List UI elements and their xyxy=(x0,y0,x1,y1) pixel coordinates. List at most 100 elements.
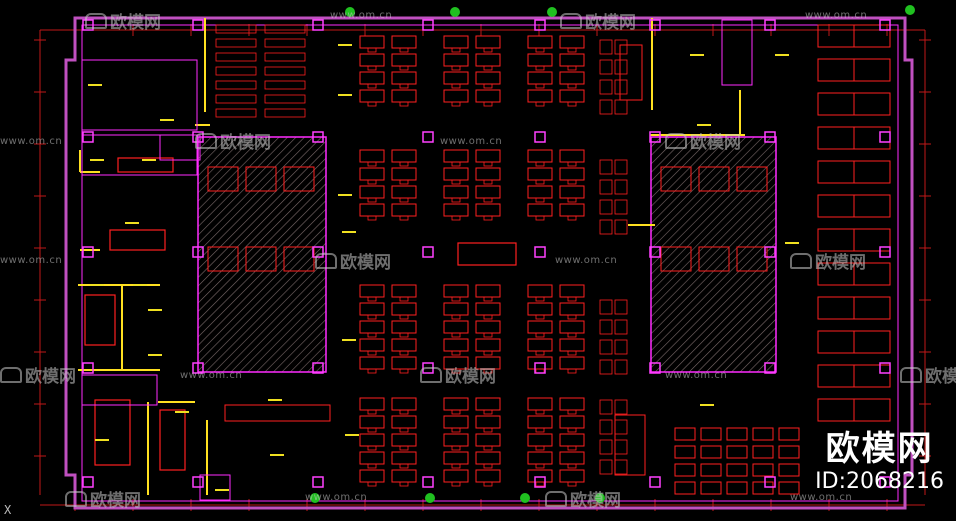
chair xyxy=(535,463,545,469)
desk xyxy=(559,356,585,370)
desk xyxy=(359,356,385,370)
desk xyxy=(726,481,748,495)
column xyxy=(422,246,434,258)
chair xyxy=(451,47,461,53)
desk xyxy=(559,469,585,483)
chair xyxy=(451,463,461,469)
desk xyxy=(752,463,774,477)
desk xyxy=(778,445,800,459)
training-desk xyxy=(215,24,257,34)
chair xyxy=(567,161,577,167)
desk xyxy=(527,338,553,352)
chair xyxy=(451,197,461,203)
training-desk xyxy=(264,24,306,34)
desk xyxy=(527,415,553,429)
desk-small xyxy=(599,219,613,235)
training-desk xyxy=(215,52,257,62)
reception-desk xyxy=(109,229,166,251)
room-outline xyxy=(721,19,753,86)
column xyxy=(312,19,324,31)
chair xyxy=(567,65,577,71)
desk xyxy=(391,451,417,465)
column xyxy=(879,131,891,143)
desk xyxy=(674,445,696,459)
desk xyxy=(527,35,553,49)
column xyxy=(422,19,434,31)
chair xyxy=(399,350,409,356)
chair xyxy=(535,481,545,487)
chair xyxy=(483,350,493,356)
desk xyxy=(527,185,553,199)
chair xyxy=(483,65,493,71)
chair xyxy=(367,47,377,53)
training-desk xyxy=(215,66,257,76)
core-room xyxy=(698,246,730,272)
desk xyxy=(391,356,417,370)
desk xyxy=(475,397,501,411)
chair xyxy=(567,409,577,415)
desk xyxy=(359,415,385,429)
desk-small xyxy=(614,299,628,315)
desk xyxy=(359,397,385,411)
plant xyxy=(310,493,320,503)
chair xyxy=(483,83,493,89)
desk-small xyxy=(599,39,613,55)
desk xyxy=(700,463,722,477)
chair xyxy=(567,179,577,185)
desk xyxy=(443,302,469,316)
chair xyxy=(483,409,493,415)
chair xyxy=(535,161,545,167)
desk-small xyxy=(614,199,628,215)
room-outline xyxy=(199,474,231,501)
chair xyxy=(567,445,577,451)
desk-small xyxy=(614,399,628,415)
desk xyxy=(391,203,417,217)
core-room xyxy=(736,166,768,192)
chair xyxy=(399,368,409,374)
column xyxy=(764,476,776,488)
desk xyxy=(559,415,585,429)
chair xyxy=(367,314,377,320)
desk xyxy=(359,302,385,316)
plant xyxy=(345,7,355,17)
training-desk xyxy=(215,38,257,48)
core-room xyxy=(283,246,315,272)
desk xyxy=(527,89,553,103)
chair xyxy=(567,481,577,487)
desk xyxy=(674,481,696,495)
plant xyxy=(547,7,557,17)
desk xyxy=(391,167,417,181)
desk xyxy=(359,89,385,103)
desk xyxy=(359,284,385,298)
desk xyxy=(559,397,585,411)
desk xyxy=(391,89,417,103)
desk xyxy=(475,89,501,103)
desk xyxy=(443,284,469,298)
desk xyxy=(391,338,417,352)
chair xyxy=(451,445,461,451)
desk xyxy=(475,35,501,49)
chair xyxy=(567,296,577,302)
hatched-core xyxy=(197,136,327,373)
column xyxy=(192,476,204,488)
desk xyxy=(391,397,417,411)
desk-small xyxy=(614,179,628,195)
chair xyxy=(367,197,377,203)
column xyxy=(422,362,434,374)
desk xyxy=(391,185,417,199)
chair xyxy=(367,463,377,469)
desk-small xyxy=(614,99,628,115)
chair xyxy=(535,197,545,203)
desk xyxy=(443,89,469,103)
chair xyxy=(535,409,545,415)
desk xyxy=(475,71,501,85)
core-room xyxy=(660,166,692,192)
desk xyxy=(359,203,385,217)
desk xyxy=(559,302,585,316)
chair xyxy=(483,463,493,469)
desk-small xyxy=(599,359,613,375)
column xyxy=(879,19,891,31)
training-desk xyxy=(264,66,306,76)
desk xyxy=(443,149,469,163)
